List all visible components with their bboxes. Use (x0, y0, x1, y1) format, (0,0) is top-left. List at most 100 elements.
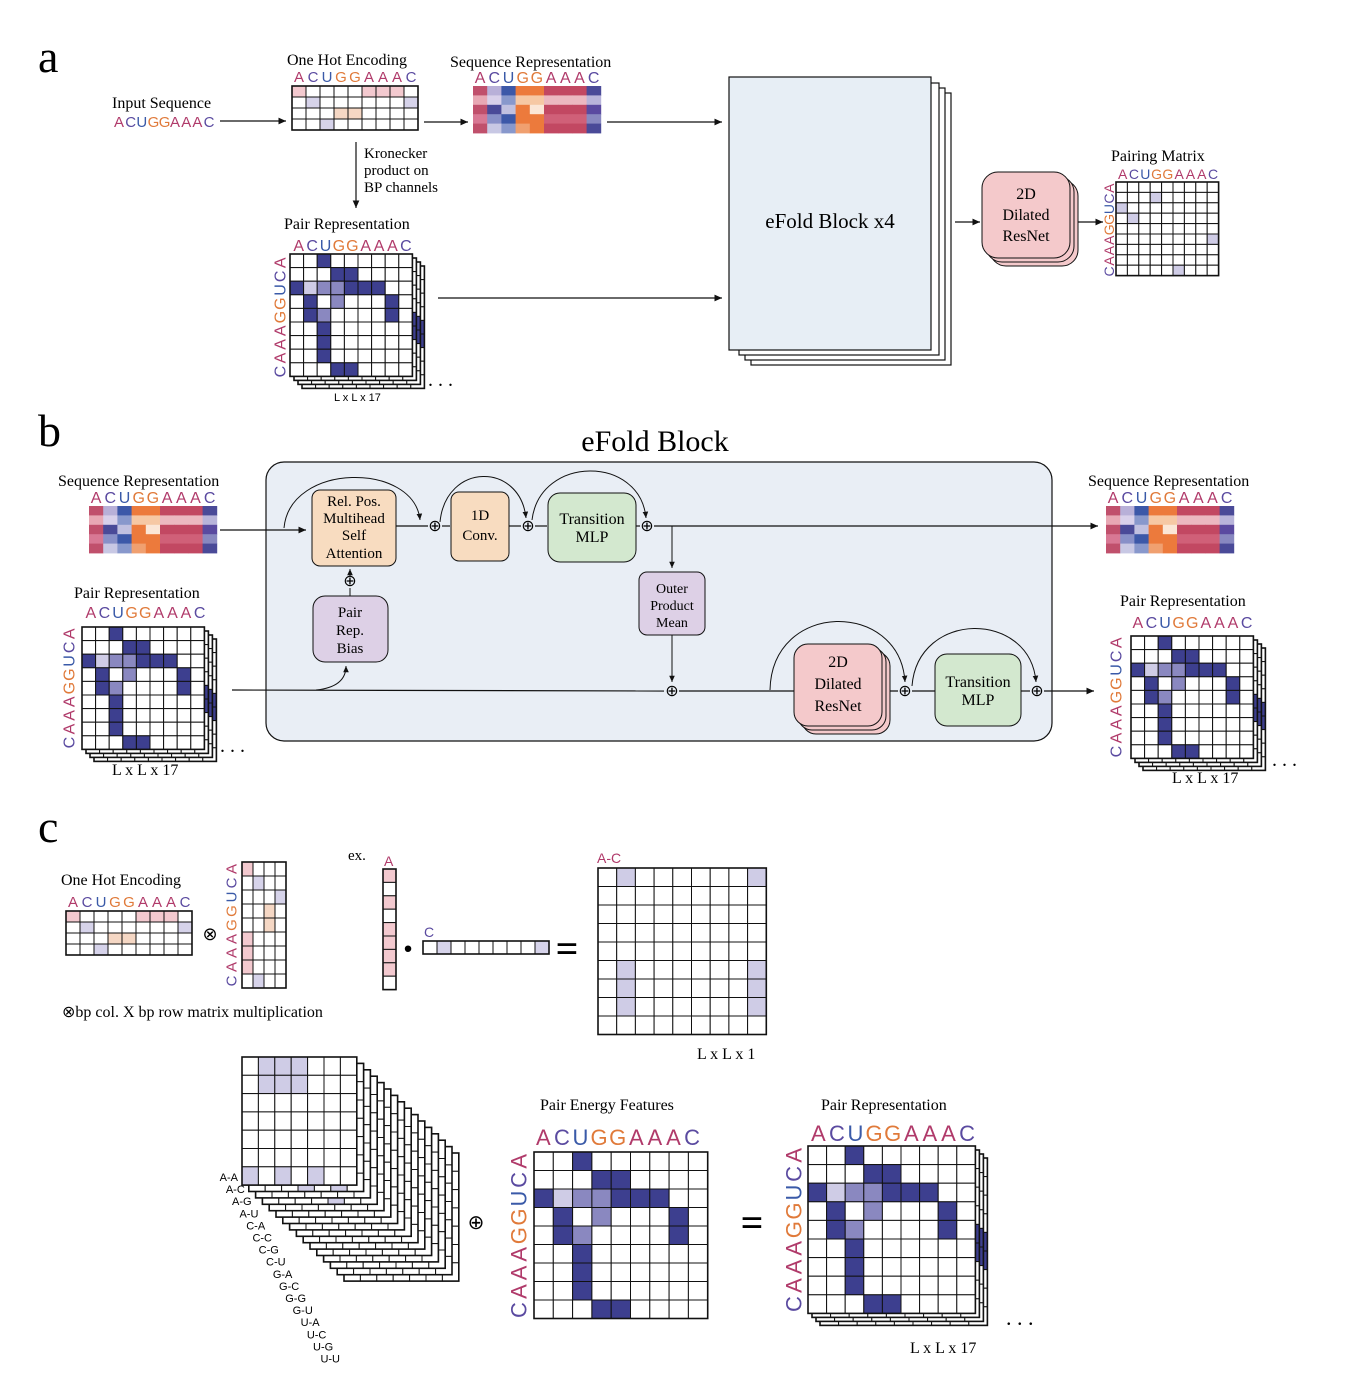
energy-cell (668, 1281, 689, 1301)
pair-cell (343, 321, 359, 337)
pair-cell (330, 307, 345, 323)
seqrep-cell (103, 524, 118, 535)
pair-cell (1157, 676, 1173, 691)
kronecker-note: ⊗bp col. X bp row matrix multiplication (62, 1004, 323, 1021)
energy-cell (591, 1281, 612, 1301)
onehot-cell (163, 943, 179, 956)
energy-cell (687, 1225, 709, 1245)
pair-cell (149, 680, 165, 696)
pair-cell (900, 1275, 921, 1296)
onehot-cell (305, 85, 321, 98)
pair-cell (343, 362, 359, 377)
pairing-cell (1172, 243, 1185, 256)
seqrep-cell (586, 123, 602, 134)
seqrep-cell (1162, 543, 1178, 554)
seq-letter: A (782, 1259, 807, 1274)
pair-cell (190, 735, 205, 750)
dims-a: L x L x 17 (334, 392, 381, 404)
pair-cell (919, 1145, 939, 1166)
seqrep-cell (586, 114, 602, 124)
seq-letter: A (167, 605, 178, 622)
energy-cell (649, 1225, 670, 1245)
seq-letter: C (959, 1121, 975, 1146)
pairrep-out-label: Pair Representation (1120, 593, 1246, 610)
ac-cell (634, 1015, 655, 1035)
bias-line1: Pair (338, 605, 362, 621)
pair-cell (135, 721, 151, 737)
onehot-cell (149, 910, 165, 923)
pair-cell (1144, 635, 1159, 651)
seqrep-cell (473, 95, 488, 106)
energy-cell (552, 1188, 574, 1208)
energy-cell (591, 1207, 612, 1227)
energy-cell (533, 1281, 554, 1301)
pair-cell (135, 694, 151, 710)
pairing-cell (1161, 212, 1174, 225)
pair-cell (81, 694, 97, 710)
onehot-cell (291, 107, 307, 120)
pair-cell (1130, 649, 1146, 664)
seq-letter: G (1172, 615, 1184, 632)
channel-cell (241, 1129, 259, 1149)
onehot-cell (375, 96, 391, 109)
pairing-cell (1149, 212, 1163, 225)
seq-letter: A (360, 238, 371, 255)
seqrep-cell (501, 104, 516, 115)
seq-letter: A (507, 1247, 532, 1262)
seqrep-cell (1120, 515, 1135, 526)
pair-cell (95, 708, 110, 723)
channel-cell (307, 1056, 325, 1076)
seq-letter: U (224, 892, 241, 903)
energy-cell (687, 1151, 709, 1171)
vector-cell (422, 940, 438, 955)
seqrep-cell (487, 104, 502, 115)
seqrep-cell (487, 86, 502, 96)
seqrep-cell (473, 86, 488, 96)
onehot-cell (65, 932, 81, 945)
pairing-cell (1126, 254, 1140, 266)
energy-cell (687, 1262, 709, 1282)
pairing-cell (1183, 243, 1197, 256)
seqrep-cell (1177, 534, 1192, 544)
seq-letter: C (507, 1172, 532, 1188)
pair-cell (826, 1201, 846, 1221)
energy-cell (572, 1151, 593, 1171)
pair-cell (108, 667, 124, 682)
seqrep-cell (586, 95, 602, 106)
energy-cell (630, 1244, 651, 1264)
pair-cell (122, 667, 137, 682)
pair-cell (357, 307, 373, 323)
ac-cell (747, 941, 767, 961)
onehot-cell (263, 931, 276, 947)
vector-cell (506, 940, 522, 955)
seqrep-cell (1205, 543, 1220, 554)
pair-cell (398, 335, 413, 350)
pair-cell (149, 735, 165, 750)
pair-cell (1171, 717, 1186, 732)
pairing-cell (1183, 181, 1197, 193)
pair-cell (900, 1182, 921, 1203)
vector-cell (520, 940, 536, 955)
pair-cell (900, 1164, 921, 1184)
channel-cell (274, 1166, 292, 1186)
energy-cell (572, 1188, 593, 1208)
pairrep-label-c: Pair Representation (821, 1097, 947, 1114)
pair-cell (844, 1275, 865, 1296)
pair-cell (881, 1275, 902, 1296)
resnet-box-b (793, 643, 891, 735)
pair-cell (826, 1164, 846, 1184)
pair-cell (1225, 635, 1241, 651)
pair-cell (1130, 703, 1146, 719)
seqrep-cell (544, 104, 559, 115)
pair-cell (956, 1238, 976, 1259)
dims-b-in: L x L x 17 (112, 762, 178, 779)
onehot-matrix-c (65, 910, 193, 956)
pair-cell (330, 362, 345, 377)
pair-cell (1239, 730, 1254, 746)
pairing-cell (1206, 191, 1220, 204)
ac-cell (597, 941, 618, 961)
onehot-cell (65, 910, 81, 923)
pair-cell (135, 708, 151, 723)
